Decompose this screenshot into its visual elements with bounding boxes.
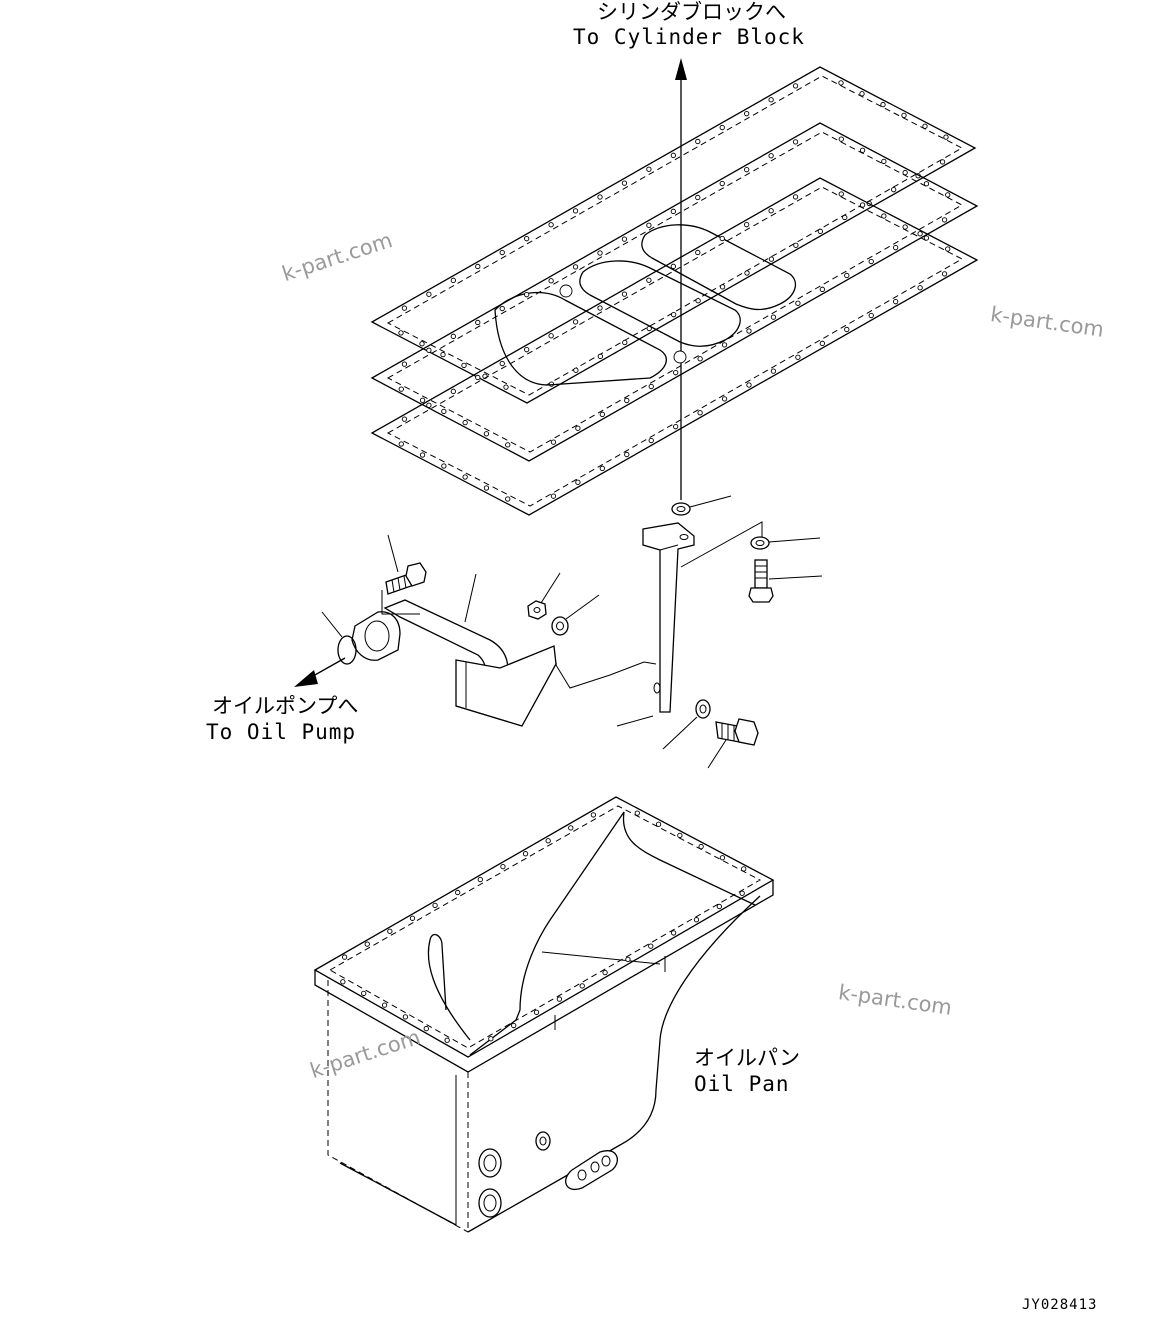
pipe-bolt: [381, 534, 427, 615]
pipe-nut: [527, 572, 561, 620]
o-ring: [321, 611, 357, 665]
oil-pump-arrow: [294, 657, 346, 687]
cylinder-block-label-jp: シリンダブロックへ: [597, 0, 786, 24]
right-washer: [750, 536, 821, 550]
oil-pan-label-jp: オイルパン: [694, 1046, 801, 1070]
cylinder-block-label-en: To Cylinder Block: [573, 25, 805, 49]
right-bolt: [748, 559, 823, 603]
lower-washer: [662, 699, 711, 750]
drawing-code: JY028413: [1022, 1297, 1098, 1313]
suction-pipe-strainer: [351, 573, 657, 727]
cylinder-block-arrow: [675, 58, 687, 500]
baffle-plate: [370, 122, 979, 462]
oil-pan-label-en: Oil Pan: [694, 1072, 790, 1096]
oil-pump-label-jp: オイルポンプへ: [212, 694, 359, 718]
lower-bolt: [707, 718, 759, 769]
oil-pan: [313, 796, 775, 1233]
top-nut: [671, 495, 732, 516]
oil-pump-label-en: To Oil Pump: [206, 720, 357, 744]
pipe-washer: [551, 594, 600, 636]
gasket-top: [370, 66, 977, 404]
gasket-bottom: [370, 177, 979, 516]
strainer-bracket: [616, 521, 763, 727]
